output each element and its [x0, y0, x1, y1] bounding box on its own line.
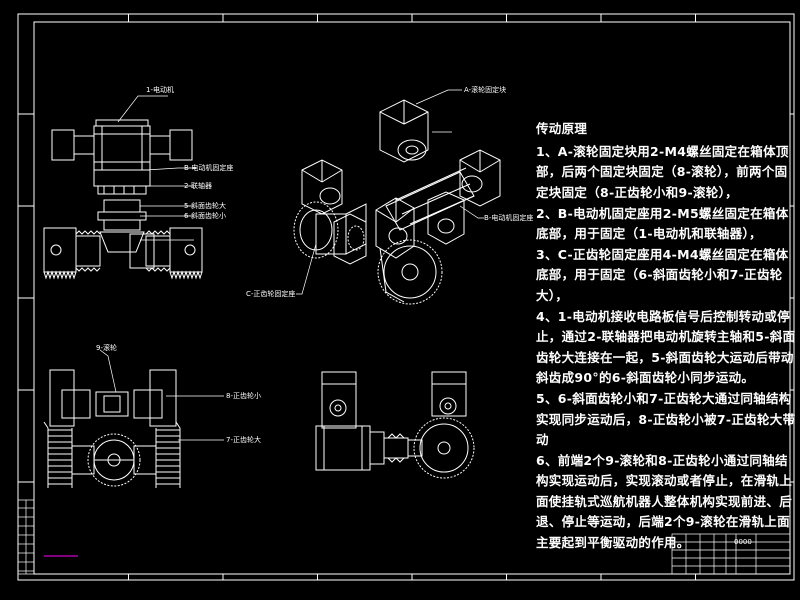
plan-view-assembly — [315, 371, 475, 479]
label-roller: 9-滚轮 — [96, 344, 117, 352]
label-roller-block: A-滚轮固定块 — [464, 86, 507, 94]
label-motor-mount-iso: B-电动机固定座 — [484, 214, 534, 222]
transmission-notes: 传动原理 1、A-滚轮固定块用2-M4螺丝固定在箱体顶部，后两个固定块固定（8-滚… — [536, 78, 798, 554]
label-gear-mount: C-正齿轮固定座 — [246, 290, 296, 298]
label-spur-large: 7-正齿轮大 — [226, 436, 261, 444]
revision-table — [17, 499, 35, 575]
title-block-ref: 0000 — [734, 538, 752, 546]
zone-ticks — [18, 14, 794, 580]
label-bevel-large: 5-斜面齿轮大 — [184, 202, 226, 210]
label-motor-mount: B-电动机固定座 — [184, 164, 234, 172]
label-coupling: 2-联轴器 — [184, 182, 212, 190]
notes-body: 1、A-滚轮固定块用2-M4螺丝固定在箱体顶部，后两个固定块固定（8-滚轮），前… — [536, 143, 796, 551]
isometric-assembly — [293, 89, 501, 305]
notes-title: 传动原理 — [536, 121, 588, 137]
front-view-assembly — [43, 95, 203, 280]
label-bevel-small: 6-斜面齿轮小 — [184, 212, 226, 220]
label-spur-small: 8-正齿轮小 — [226, 392, 261, 400]
title-block — [671, 533, 791, 575]
label-motor: 1-电动机 — [146, 86, 174, 94]
side-view-assembly — [43, 349, 224, 488]
